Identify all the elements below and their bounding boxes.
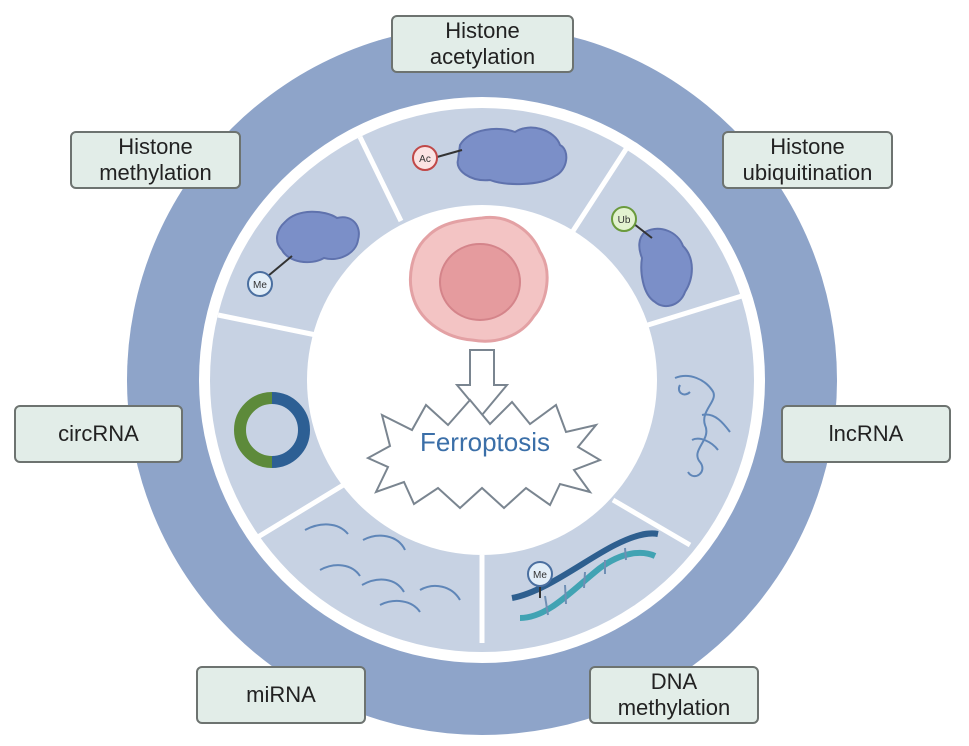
circrna-label: circRNA: [14, 405, 183, 463]
histone-protein-icon: [276, 210, 360, 264]
ferroptosis-label: Ferroptosis: [419, 427, 551, 457]
methyl-marker: [247, 271, 273, 297]
histone-ubiquitination-illustration: Ub: [611, 206, 693, 308]
segment-dividers: [217, 135, 746, 643]
histone-acetylation-line1: Histone: [445, 18, 520, 43]
histone-acetylation-line2: acetylation: [429, 44, 536, 69]
histone-methylation-illustration: Me: [247, 210, 360, 297]
histone-acetylation-label: Histone acetylation: [391, 15, 574, 73]
histone-protein-icon: [638, 227, 693, 308]
circrna-text: circRNA: [58, 421, 139, 446]
methyl-marker-label: Me: [253, 280, 267, 291]
dna-methylation-label: DNA methylation: [589, 666, 759, 724]
histone-protein-icon: [456, 126, 568, 186]
lncrna-text: lncRNA: [828, 421, 904, 446]
histone-ubiquitination-line2: ubiquitination: [742, 160, 873, 185]
histone-ubiquitination-label: Histone ubiquitination: [722, 131, 893, 189]
burst-icon: [365, 398, 603, 510]
dna-methyl-marker-label: Me: [533, 570, 547, 581]
cell-icon: [409, 215, 549, 343]
arrow-down-icon: [454, 349, 510, 417]
ubiquitin-marker: [611, 206, 637, 232]
acetyl-marker-label: Ac: [419, 154, 431, 165]
histone-methylation-line2: methylation: [99, 160, 212, 185]
ubiquitin-marker-label: Ub: [618, 215, 631, 226]
mirna-label: miRNA: [196, 666, 366, 724]
histone-methylation-label: Histone methylation: [70, 131, 241, 189]
histone-methylation-line1: Histone: [118, 134, 193, 159]
nucleus: [439, 243, 521, 321]
histone-acetylation-illustration: Ac: [412, 126, 568, 186]
mirna-text: miRNA: [246, 682, 316, 707]
dna-helix-icon: Me: [511, 530, 659, 621]
methyl-marker: [527, 561, 553, 587]
circrna-ring-icon: [234, 392, 310, 468]
lncrna-strand-icon: [674, 374, 731, 478]
mirna-hairpin-icon: [304, 523, 461, 613]
dna-methylation-line1: DNA: [650, 669, 698, 694]
acetyl-marker: [412, 145, 438, 171]
dna-methylation-line2: methylation: [617, 695, 731, 720]
histone-ubiquitination-line1: Histone: [770, 134, 845, 159]
lncrna-label: lncRNA: [781, 405, 951, 463]
